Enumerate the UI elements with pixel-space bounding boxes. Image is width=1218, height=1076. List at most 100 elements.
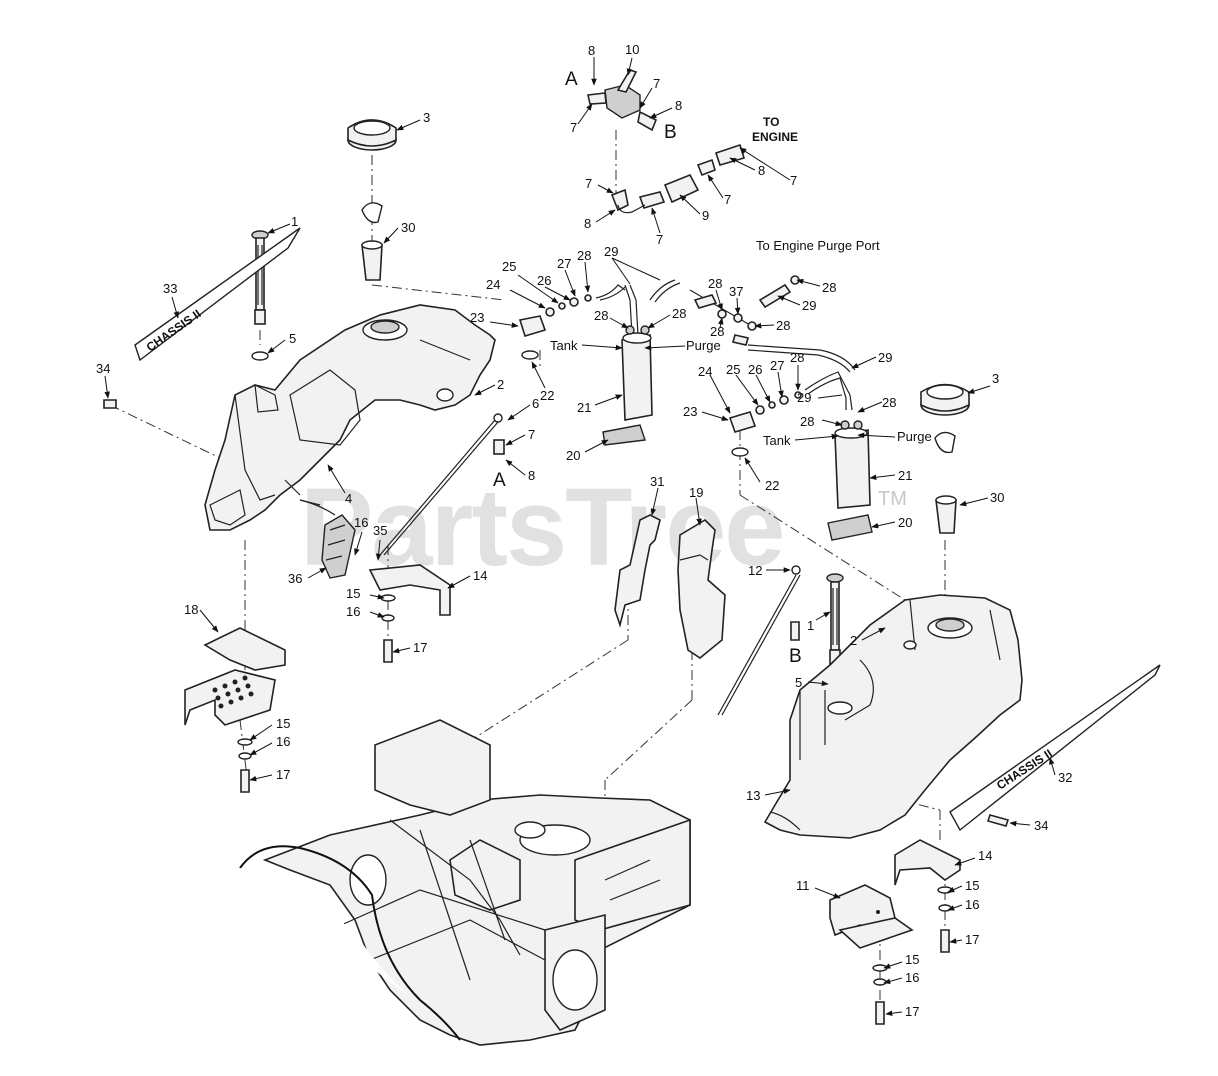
callout-28-i: 28	[800, 414, 814, 429]
callout-28-c: 28	[672, 306, 686, 321]
fuel-shutoff-valve	[587, 69, 658, 132]
callout-31: 31	[650, 474, 664, 489]
callout-14-right: 14	[978, 848, 992, 863]
callout-B-right: B	[789, 646, 802, 667]
callout-4: 4	[345, 491, 352, 506]
left-fuel-tank	[204, 304, 496, 531]
callout-16-b: 16	[346, 604, 360, 619]
callout-13: 13	[746, 788, 760, 803]
callout-7-b: 7	[653, 76, 660, 91]
right-evap-canister	[728, 371, 873, 541]
callout-32: 32	[1058, 770, 1072, 785]
bracket-19	[677, 518, 726, 659]
purge-fittings-right	[693, 275, 856, 373]
mower-frame	[239, 719, 691, 1046]
callout-23-left: 23	[470, 310, 484, 325]
callout-16-d: 16	[905, 970, 919, 985]
right-gas-cap	[920, 383, 970, 534]
callout-2-left: 2	[497, 377, 504, 392]
callout-A: A	[565, 69, 578, 90]
bracket-18	[184, 627, 286, 726]
callout-1-right: 1	[807, 618, 814, 633]
leader-lines	[104, 57, 1056, 1016]
purge-port-note: To Engine Purge Port	[756, 238, 880, 253]
callout-8-d: 8	[758, 163, 765, 178]
callout-30-left: 30	[401, 220, 415, 235]
left-decal-text: CHASSIS II	[144, 307, 204, 355]
callout-26-right: 26	[748, 362, 762, 377]
callout-7-c: 7	[585, 176, 592, 191]
callout-24-left: 24	[486, 277, 500, 292]
callout-11: 11	[796, 878, 810, 893]
callout-12: 12	[748, 563, 762, 578]
callout-33: 33	[163, 281, 177, 296]
callout-22-right: 22	[765, 478, 779, 493]
callout-9: 9	[702, 208, 709, 223]
callout-1-left: 1	[291, 214, 298, 229]
callout-28-left: 28	[577, 248, 591, 263]
hardware-stack-left	[103, 399, 1010, 1025]
left-bracket-14	[368, 564, 451, 616]
callout-22-left: 22	[540, 388, 554, 403]
purge-label-right: Purge	[897, 429, 932, 444]
callout-8-e: 8	[528, 468, 535, 483]
relay-module	[299, 499, 356, 579]
callout-15-b: 15	[276, 716, 290, 731]
callout-7-f: 7	[656, 232, 663, 247]
left-fuel-gauge	[251, 230, 269, 361]
callout-25-left: 25	[502, 259, 516, 274]
callout-36: 36	[288, 571, 302, 586]
callout-10: 10	[625, 42, 639, 57]
right-fuel-line	[717, 565, 801, 716]
callout-7-a: 7	[570, 120, 577, 135]
callout-7-g: 7	[790, 173, 797, 188]
callout-7-d: 7	[724, 192, 731, 207]
to-engine-line2: ENGINE	[752, 130, 798, 144]
tank-label-right: Tank	[763, 433, 791, 448]
callout-14-left: 14	[473, 568, 487, 583]
callout-28-b: 28	[594, 308, 608, 323]
callout-17-b: 17	[276, 767, 290, 782]
callout-7-e: 7	[528, 427, 535, 442]
callout-16-c: 16	[965, 897, 979, 912]
fuel-filter	[610, 143, 746, 214]
callout-B: B	[664, 122, 677, 143]
to-engine-line1: TO	[763, 115, 779, 129]
callout-24-right: 24	[698, 364, 712, 379]
callout-16-a: 16	[354, 515, 368, 530]
callout-3-right: 3	[992, 371, 999, 386]
callout-8-c: 8	[584, 216, 591, 231]
callout-15-c: 15	[965, 878, 979, 893]
callout-16-e: 16	[276, 734, 290, 749]
callout-28-e: 28	[708, 276, 722, 291]
callout-25-right: 25	[726, 362, 740, 377]
callout-A-e: A	[493, 470, 506, 491]
callout-27-right: 27	[770, 358, 784, 373]
bracket-11	[829, 884, 914, 949]
callout-6: 6	[532, 396, 539, 411]
purge-label-left: Purge	[686, 338, 721, 353]
callout-27-left: 27	[557, 256, 571, 271]
left-gas-cap	[347, 119, 397, 281]
tank-label-left: Tank	[550, 338, 578, 353]
right-decal-text: CHASSIS II	[994, 746, 1055, 792]
callout-21-right: 21	[898, 468, 912, 483]
callout-3-left: 3	[423, 110, 430, 125]
callout-35: 35	[373, 523, 387, 538]
callout-5-left: 5	[289, 331, 296, 346]
bracket-31	[614, 514, 661, 628]
callout-28-g: 28	[776, 318, 790, 333]
callout-17-d: 17	[905, 1004, 919, 1019]
callout-18: 18	[184, 602, 198, 617]
callout-21-left: 21	[577, 400, 591, 415]
left-decal: CHASSIS II	[134, 227, 301, 362]
callout-19: 19	[689, 485, 703, 500]
callout-29-b: 29	[802, 298, 816, 313]
callout-17-c: 17	[965, 932, 979, 947]
callout-labels: 1 3 30 33 5 34 4 2 6 7 8 A 22 23 24 25 2…	[96, 42, 1072, 1019]
callout-20-right: 20	[898, 515, 912, 530]
callout-28-right: 28	[882, 395, 896, 410]
callout-34-right: 34	[1034, 818, 1048, 833]
callout-29-left: 29	[604, 244, 618, 259]
